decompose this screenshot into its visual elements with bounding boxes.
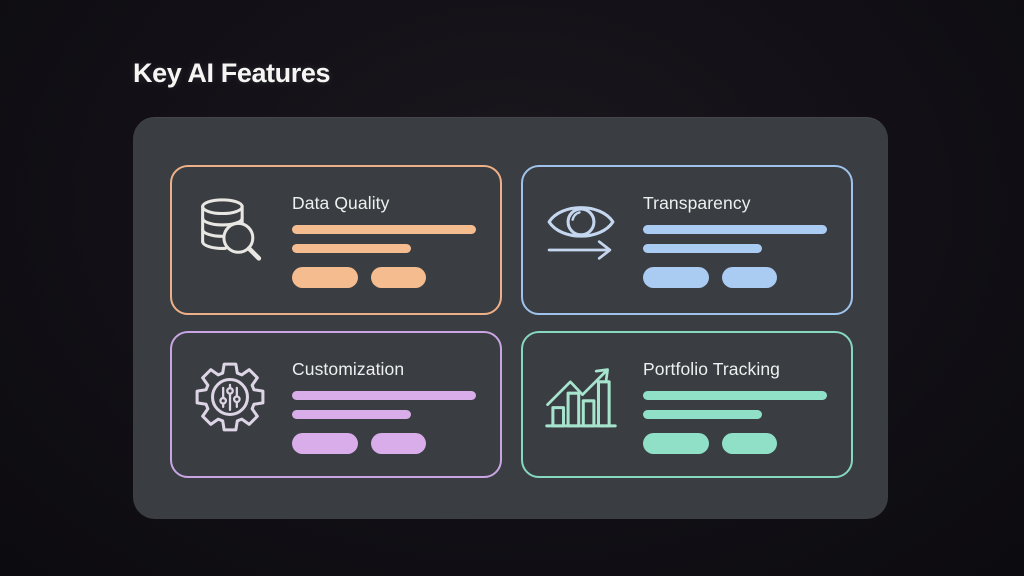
- placeholder-line-long: [643, 225, 827, 234]
- card-title: Portfolio Tracking: [643, 359, 780, 379]
- placeholder-pill: [292, 267, 358, 288]
- placeholder-pill: [722, 267, 777, 288]
- features-panel: Data Quality Transparency: [133, 117, 888, 519]
- placeholder-pill: [371, 433, 426, 454]
- placeholder-pill: [371, 267, 426, 288]
- placeholder-line-short: [643, 410, 762, 419]
- card-title: Data Quality: [292, 193, 390, 213]
- placeholder-pill: [643, 267, 709, 288]
- bar-chart-trend-icon: [543, 359, 619, 435]
- placeholder-line-short: [643, 244, 762, 253]
- placeholder-line-short: [292, 410, 411, 419]
- gear-sliders-icon: [192, 359, 268, 435]
- card-title: Customization: [292, 359, 405, 379]
- placeholder-line-long: [292, 225, 476, 234]
- card-transparency: Transparency: [521, 165, 853, 315]
- database-search-icon: [192, 193, 268, 269]
- card-data-quality: Data Quality: [170, 165, 502, 315]
- placeholder-line-short: [292, 244, 411, 253]
- placeholder-pill: [292, 433, 358, 454]
- card-customization: Customization: [170, 331, 502, 478]
- card-title: Transparency: [643, 193, 751, 213]
- placeholder-pill: [643, 433, 709, 454]
- card-portfolio-tracking: Portfolio Tracking: [521, 331, 853, 478]
- placeholder-line-long: [292, 391, 476, 400]
- placeholder-pill: [722, 433, 777, 454]
- eye-arrow-icon: [543, 193, 619, 269]
- page-title: Key AI Features: [133, 58, 331, 88]
- placeholder-line-long: [643, 391, 827, 400]
